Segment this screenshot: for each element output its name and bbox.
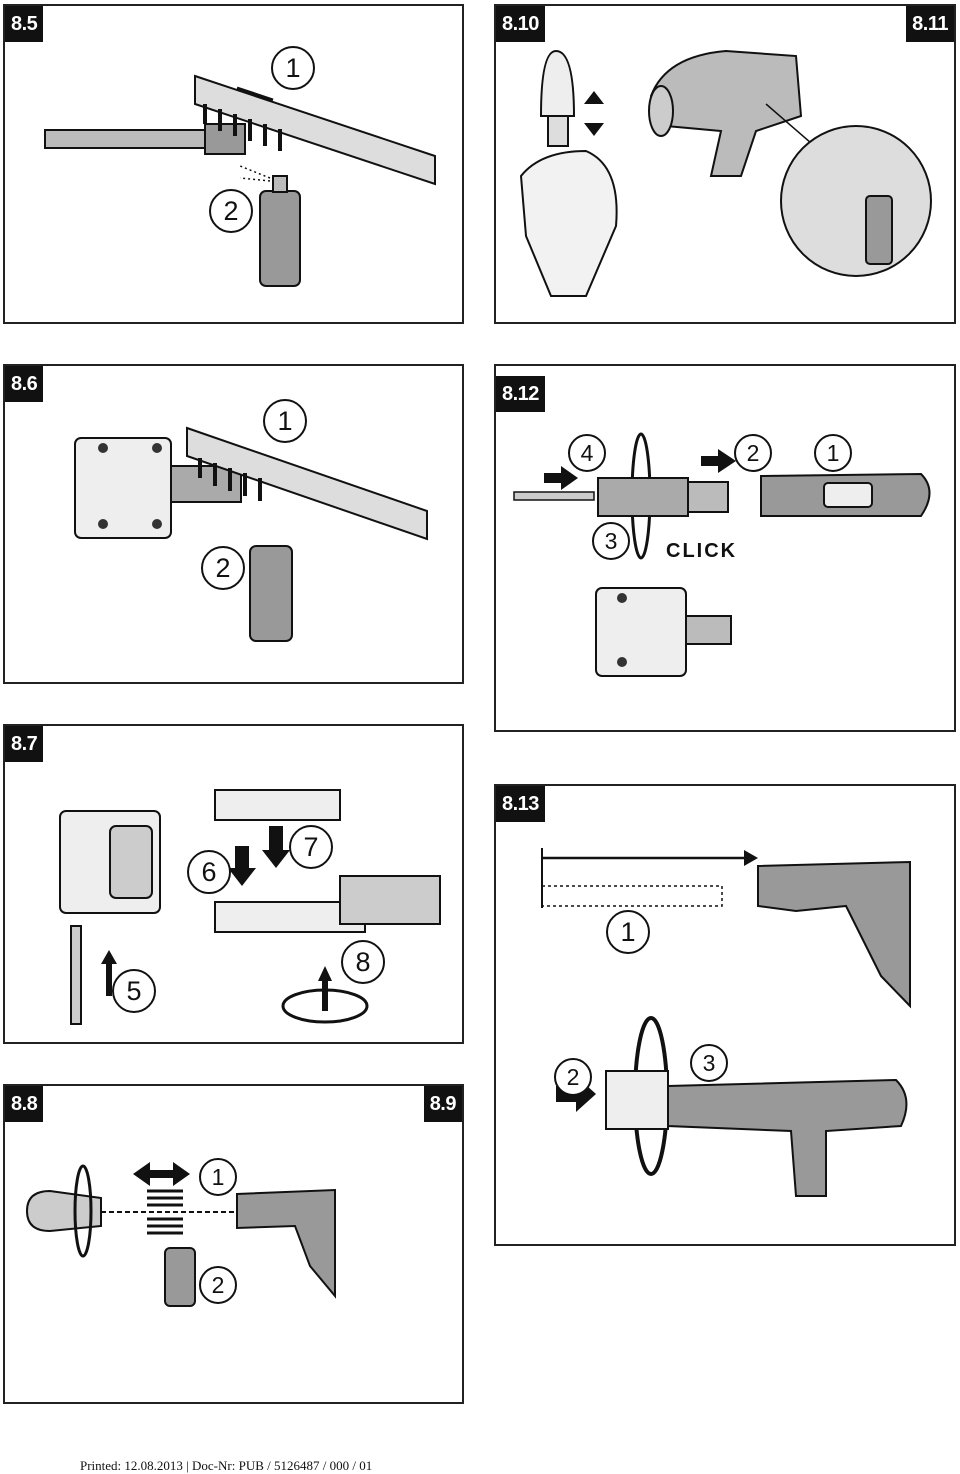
step-number: 5 — [112, 969, 156, 1013]
panel-8-13: 8.13 1 2 3 — [494, 784, 956, 1246]
assembly-illustration — [513, 432, 931, 677]
brush-cleaning-illustration — [44, 74, 436, 287]
panel-label: 8.6 — [5, 366, 44, 402]
reassembly-illustration — [541, 848, 911, 1197]
step-number: 8 — [341, 940, 385, 984]
click-label: CLICK — [666, 540, 738, 562]
panel-label: 8.7 — [5, 726, 44, 762]
step-number: 2 — [199, 1266, 237, 1304]
step-number: 7 — [289, 825, 333, 869]
step-number: 2 — [209, 189, 253, 233]
step-number: 1 — [814, 434, 852, 472]
panel-label: 8.9 — [423, 1086, 462, 1122]
step-number: 3 — [690, 1044, 728, 1082]
step-number: 3 — [592, 522, 630, 560]
step-number: 1 — [271, 46, 315, 90]
panel-label: 8.13 — [496, 786, 545, 822]
nozzle-cleaning-illustration — [25, 1162, 336, 1307]
panel-8-6: 8.6 1 2 — [3, 364, 464, 684]
step-number: 2 — [201, 546, 245, 590]
step-number: 4 — [568, 434, 606, 472]
panel-label: 8.5 — [5, 6, 44, 42]
step-number: 2 — [554, 1058, 592, 1096]
step-number: 1 — [263, 399, 307, 443]
panel-8-8-8-9: 8.8 8.9 1 2 — [3, 1084, 464, 1404]
panel-label: 8.11 — [906, 6, 954, 42]
panel-8-12: 8.12 4 2 1 3 CLICK — [494, 364, 956, 732]
panel-label: 8.8 — [5, 1086, 44, 1122]
panel-label: 8.10 — [496, 6, 545, 42]
step-number: 2 — [734, 434, 772, 472]
step-number: 1 — [606, 910, 650, 954]
tool-handle-illustration — [519, 49, 932, 297]
step-number: 6 — [187, 850, 231, 894]
panel-label: 8.12 — [496, 376, 545, 412]
step-number: 1 — [199, 1158, 237, 1196]
print-footer: Printed: 12.08.2013 | Doc-Nr: PUB / 5126… — [80, 1458, 373, 1473]
panel-8-10-8-11: 8.10 8.11 — [494, 4, 956, 324]
disassembly-illustration — [59, 789, 441, 1025]
panel-8-7: 8.7 5 6 7 8 — [3, 724, 464, 1044]
brush-cleaning-illustration — [74, 426, 428, 642]
panel-8-5: 8.5 1 2 — [3, 4, 464, 324]
